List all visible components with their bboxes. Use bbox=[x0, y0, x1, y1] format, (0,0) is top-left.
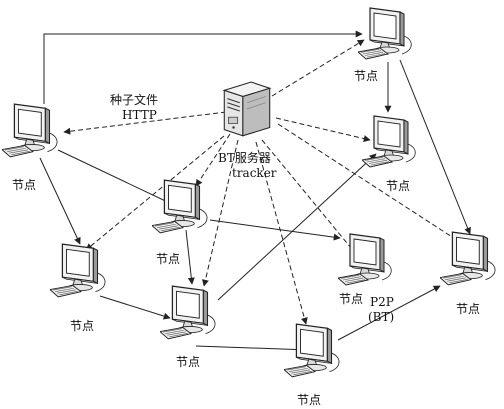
node: 节点 bbox=[284, 323, 340, 407]
node-label: 节点 bbox=[386, 179, 410, 193]
p2p-connection-edge bbox=[185, 229, 195, 285]
computer-icon bbox=[362, 115, 416, 168]
node: 节点 bbox=[354, 7, 412, 83]
tracker-connection-edge bbox=[85, 135, 225, 251]
p2p-label: P2P bbox=[370, 295, 394, 309]
node-label: 节点 bbox=[354, 69, 378, 83]
http-label: HTTP bbox=[122, 108, 157, 122]
node-label: 节点 bbox=[176, 355, 200, 369]
p2p-connection-edge bbox=[39, 157, 81, 245]
p2p-connection-edge bbox=[209, 219, 341, 241]
tracker-connection-edge bbox=[277, 123, 467, 247]
p2p-connection-edge bbox=[195, 345, 311, 354]
node: 节点 bbox=[160, 285, 216, 369]
node: 节点 bbox=[152, 179, 208, 266]
tracker-connection-edge bbox=[195, 133, 231, 187]
computer-icon bbox=[358, 7, 412, 60]
node-label: 节点 bbox=[12, 178, 36, 192]
tracker-connection-edge bbox=[275, 117, 371, 142]
node: 节点 bbox=[2, 103, 58, 192]
node: 节点 bbox=[440, 231, 496, 316]
computer-icon bbox=[2, 103, 58, 158]
tracker-connection-edge bbox=[63, 111, 227, 135]
tracker-connection-edge bbox=[202, 139, 239, 287]
node: 节点 bbox=[362, 115, 416, 193]
computer-icon bbox=[50, 243, 106, 298]
computer-icon bbox=[440, 231, 496, 286]
tracker-connection-edge bbox=[261, 139, 357, 255]
tracker-connection-edge bbox=[271, 39, 365, 97]
p2p-connection-edge bbox=[99, 295, 171, 320]
p2p-connection-edge bbox=[337, 285, 441, 341]
computer-icon bbox=[160, 285, 216, 340]
node-label: 节点 bbox=[297, 393, 321, 407]
p2p-connection-edge bbox=[43, 30, 363, 104]
bt-label: (BT) bbox=[368, 310, 394, 324]
p2p-connection-edge bbox=[57, 149, 177, 207]
node-label: 节点 bbox=[70, 319, 94, 333]
node: 节点 bbox=[338, 233, 392, 306]
node-label: 节点 bbox=[156, 252, 180, 266]
computer-icon bbox=[284, 323, 340, 378]
p2p-connection-edge bbox=[217, 153, 377, 301]
server-icon bbox=[223, 81, 271, 137]
torrent-file-label: 种子文件 bbox=[110, 92, 158, 107]
node-label: 节点 bbox=[339, 292, 363, 306]
bt-tracker-server: BT服务器 tracker bbox=[218, 81, 277, 180]
server-sublabel: tracker bbox=[232, 166, 277, 180]
edges-layer bbox=[39, 30, 471, 354]
node: 节点 bbox=[50, 243, 106, 333]
p2p-connection-edge bbox=[399, 59, 471, 235]
server-label: BT服务器 bbox=[218, 150, 271, 165]
node-label: 节点 bbox=[456, 302, 480, 316]
